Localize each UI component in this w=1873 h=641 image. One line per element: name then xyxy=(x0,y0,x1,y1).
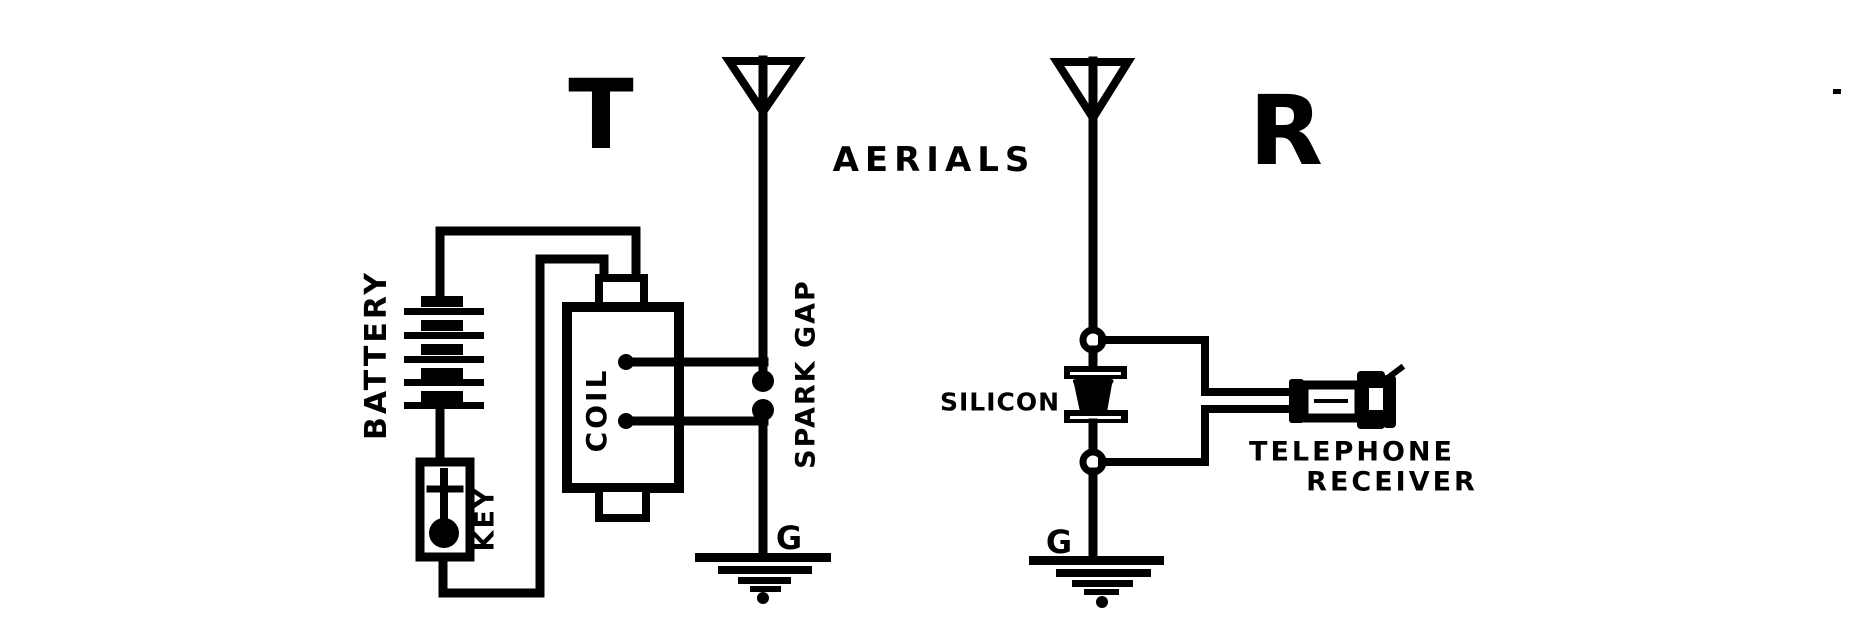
ground-left-symbol xyxy=(695,553,831,604)
transmitter-letter: T xyxy=(568,59,634,171)
ink-speck xyxy=(1833,89,1841,94)
telephone-receiver-symbol xyxy=(1289,363,1406,429)
telephone-receiver-label-line2: RECEIVER xyxy=(1306,466,1478,498)
aerial-left-icon xyxy=(721,55,806,377)
aerial-right-icon xyxy=(1049,56,1136,335)
wire-loop-lower xyxy=(1098,405,1296,466)
coil-label: COIL xyxy=(580,367,613,453)
wire-key-to-coil xyxy=(438,254,609,598)
battery-label: BATTERY xyxy=(359,269,394,441)
ground-left-label: G xyxy=(775,519,803,557)
wire-battery-to-coil xyxy=(435,226,641,303)
key-label: KEY xyxy=(469,486,501,552)
ground-right-label: G xyxy=(1045,523,1073,561)
spark-gap-symbol xyxy=(752,370,774,421)
spark-gap-label: SPARK GAP xyxy=(790,279,822,469)
silicon-detector-symbol xyxy=(1064,366,1128,423)
wire-loop-upper xyxy=(1098,336,1296,396)
telephone-receiver-label-line1: TELEPHONE xyxy=(1249,436,1455,468)
silicon-label: SILICON xyxy=(939,387,1061,417)
battery-symbol xyxy=(404,296,484,409)
receiver-letter: R xyxy=(1249,75,1323,187)
ground-right-symbol xyxy=(1029,556,1164,608)
aerials-label: AERIALS xyxy=(832,140,1036,180)
telegraph-key-symbol xyxy=(415,457,475,562)
